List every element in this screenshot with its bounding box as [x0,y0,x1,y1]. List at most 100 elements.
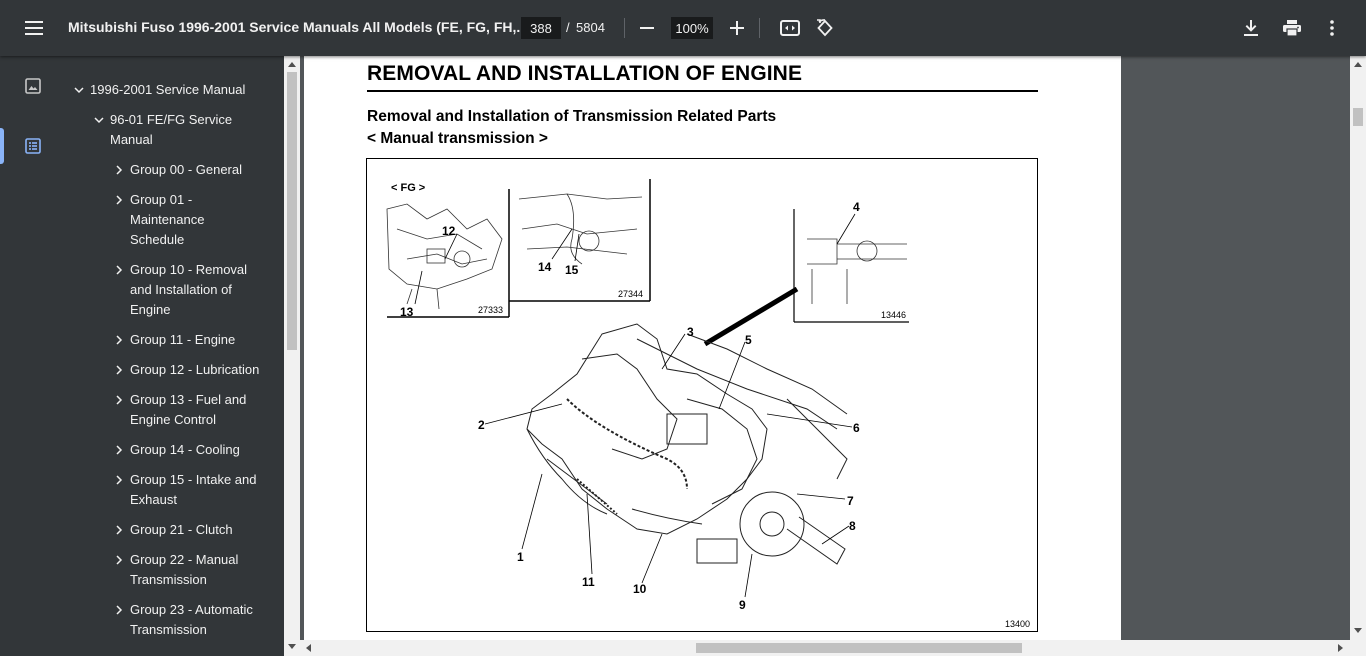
callout-11: 11 [582,575,595,589]
toolbar-divider [624,18,625,38]
thumbnails-icon[interactable] [17,70,49,102]
more-vert-icon[interactable] [1312,8,1352,48]
toolbar-divider [759,18,760,38]
outline-item-group-14[interactable]: Group 14 - Cooling [110,440,270,460]
document-scrollbar[interactable] [1350,56,1366,640]
outline-item-group-10[interactable]: Group 10 - Removal and Installation of E… [110,260,250,320]
document-title: Mitsubishi Fuso 1996-2001 Service Manual… [68,19,529,35]
scroll-right-arrow[interactable] [1338,644,1343,652]
chevron-right-icon[interactable] [110,160,128,180]
inset-fg-27333 [386,189,510,318]
callout-13: 13 [400,305,414,319]
section-title: Removal and Installation of Transmission… [367,108,777,125]
inset-id-13446: 13446 [881,310,906,320]
chevron-right-icon[interactable] [110,390,128,410]
scroll-left-arrow[interactable] [306,644,311,652]
callout-leaders [414,213,856,598]
outline-item-label: Group 15 - Intake and Exhaust [130,472,257,507]
diagram-drawing: < FG > 27333 27344 [386,179,1030,629]
callout-2: 2 [478,418,485,432]
horizontal-scrollbar[interactable] [300,640,1366,656]
callout-10: 10 [633,582,647,596]
outline-icon[interactable] [17,130,49,162]
outline-item-label: Group 14 - Cooling [130,442,240,457]
chevron-right-icon[interactable] [110,470,128,490]
heading-rule [367,90,1038,92]
callout-12: 12 [442,224,456,238]
outline-item-label: Group 11 - Engine [130,332,236,347]
scrollbar-thumb[interactable] [1353,108,1363,126]
outline-item-group-22[interactable]: Group 22 - Manual Transmission [110,550,240,590]
sidebar: 1996-2001 Service Manual 96-01 FE/FG Ser… [0,56,284,656]
chevron-right-icon[interactable] [110,440,128,460]
outline-item-service-manual[interactable]: 1996-2001 Service Manual [70,80,280,100]
rotate-icon[interactable] [805,8,845,48]
scrollbar-thumb[interactable] [696,643,1022,653]
zoom-out-icon[interactable] [627,8,667,48]
sidebar-rail [0,56,66,656]
download-icon[interactable] [1231,8,1271,48]
outline-item-label: Group 23 - Automatic Transmission [130,602,253,637]
callout-labels: 1 2 3 4 5 6 7 8 9 10 11 12 13 14 15 [400,200,860,612]
inset-13446 [793,209,909,323]
zoom-in-icon[interactable] [717,8,757,48]
inset-id-27344: 27344 [618,289,643,299]
chevron-right-icon[interactable] [110,260,128,280]
outline-item-group-11[interactable]: Group 11 - Engine [110,330,270,350]
callout-9: 9 [739,598,746,612]
chevron-right-icon[interactable] [110,600,128,620]
menu-icon[interactable] [14,8,54,48]
outline-item-label: Group 12 - Lubrication [130,362,260,377]
figure-id-13400: 13400 [1005,619,1030,629]
inset-tag: < FG > [391,182,425,194]
transmission-assembly [526,286,848,565]
pdf-page: REMOVAL AND INSTALLATION OF ENGINE Remov… [304,56,1121,640]
outline-item-label: 96-01 FE/FG Service Manual [110,112,233,147]
callout-5: 5 [745,333,752,347]
outline-item-label: Group 21 - Clutch [130,522,233,537]
callout-8: 8 [849,519,856,533]
sidebar-scrollbar[interactable] [284,56,300,656]
callout-6: 6 [853,421,860,435]
page-separator: / [566,20,570,35]
outline-item-label: Group 00 - General [130,162,243,177]
transmission-diagram: < FG > 27333 27344 [366,158,1038,632]
chevron-right-icon[interactable] [110,330,128,350]
zoom-input[interactable] [671,17,713,39]
scrollbar-thumb[interactable] [287,72,297,350]
outline-item-group-23[interactable]: Group 23 - Automatic Transmission [110,600,260,640]
print-icon[interactable] [1272,8,1312,48]
outline-item-label: Group 22 - Manual Transmission [130,552,239,587]
scroll-up-arrow[interactable] [288,62,296,67]
outline-item-label: Group 01 - Maintenance Schedule [130,192,205,247]
chevron-right-icon[interactable] [110,550,128,570]
inset-27344 [509,179,651,302]
outline-item-fe-fg-manual[interactable]: 96-01 FE/FG Service Manual [90,110,240,150]
chevron-right-icon[interactable] [110,190,128,210]
callout-15: 15 [565,263,579,277]
callout-1: 1 [517,550,524,564]
outline-item-group-12[interactable]: Group 12 - Lubrication [110,360,280,380]
inset-id-27333: 27333 [478,305,503,315]
fit-page-icon[interactable] [770,8,810,48]
chevron-right-icon[interactable] [110,520,128,540]
chevron-right-icon[interactable] [110,360,128,380]
pdf-toolbar: Mitsubishi Fuso 1996-2001 Service Manual… [0,0,1366,56]
outline-item-group-21[interactable]: Group 21 - Clutch [110,520,270,540]
outline-item-group-00[interactable]: Group 00 - General [110,160,270,180]
chevron-down-icon[interactable] [70,80,88,100]
outline-item-group-15[interactable]: Group 15 - Intake and Exhaust [110,470,260,510]
page-number-input[interactable] [521,17,561,39]
outline-item-group-13[interactable]: Group 13 - Fuel and Engine Control [110,390,250,430]
callout-7: 7 [847,494,854,508]
callout-4: 4 [853,200,860,214]
outline-item-group-01[interactable]: Group 01 - Maintenance Schedule [110,190,220,250]
scroll-up-arrow[interactable] [1354,62,1362,67]
scroll-down-arrow[interactable] [1354,628,1362,633]
chevron-down-icon[interactable] [90,110,108,130]
section-subtitle: < Manual transmission > [367,130,548,147]
outline-item-label: Group 10 - Removal and Installation of E… [130,262,248,317]
document-outline: 1996-2001 Service Manual 96-01 FE/FG Ser… [66,56,284,656]
page-total: 5804 [576,20,605,35]
scroll-down-arrow[interactable] [288,644,296,649]
